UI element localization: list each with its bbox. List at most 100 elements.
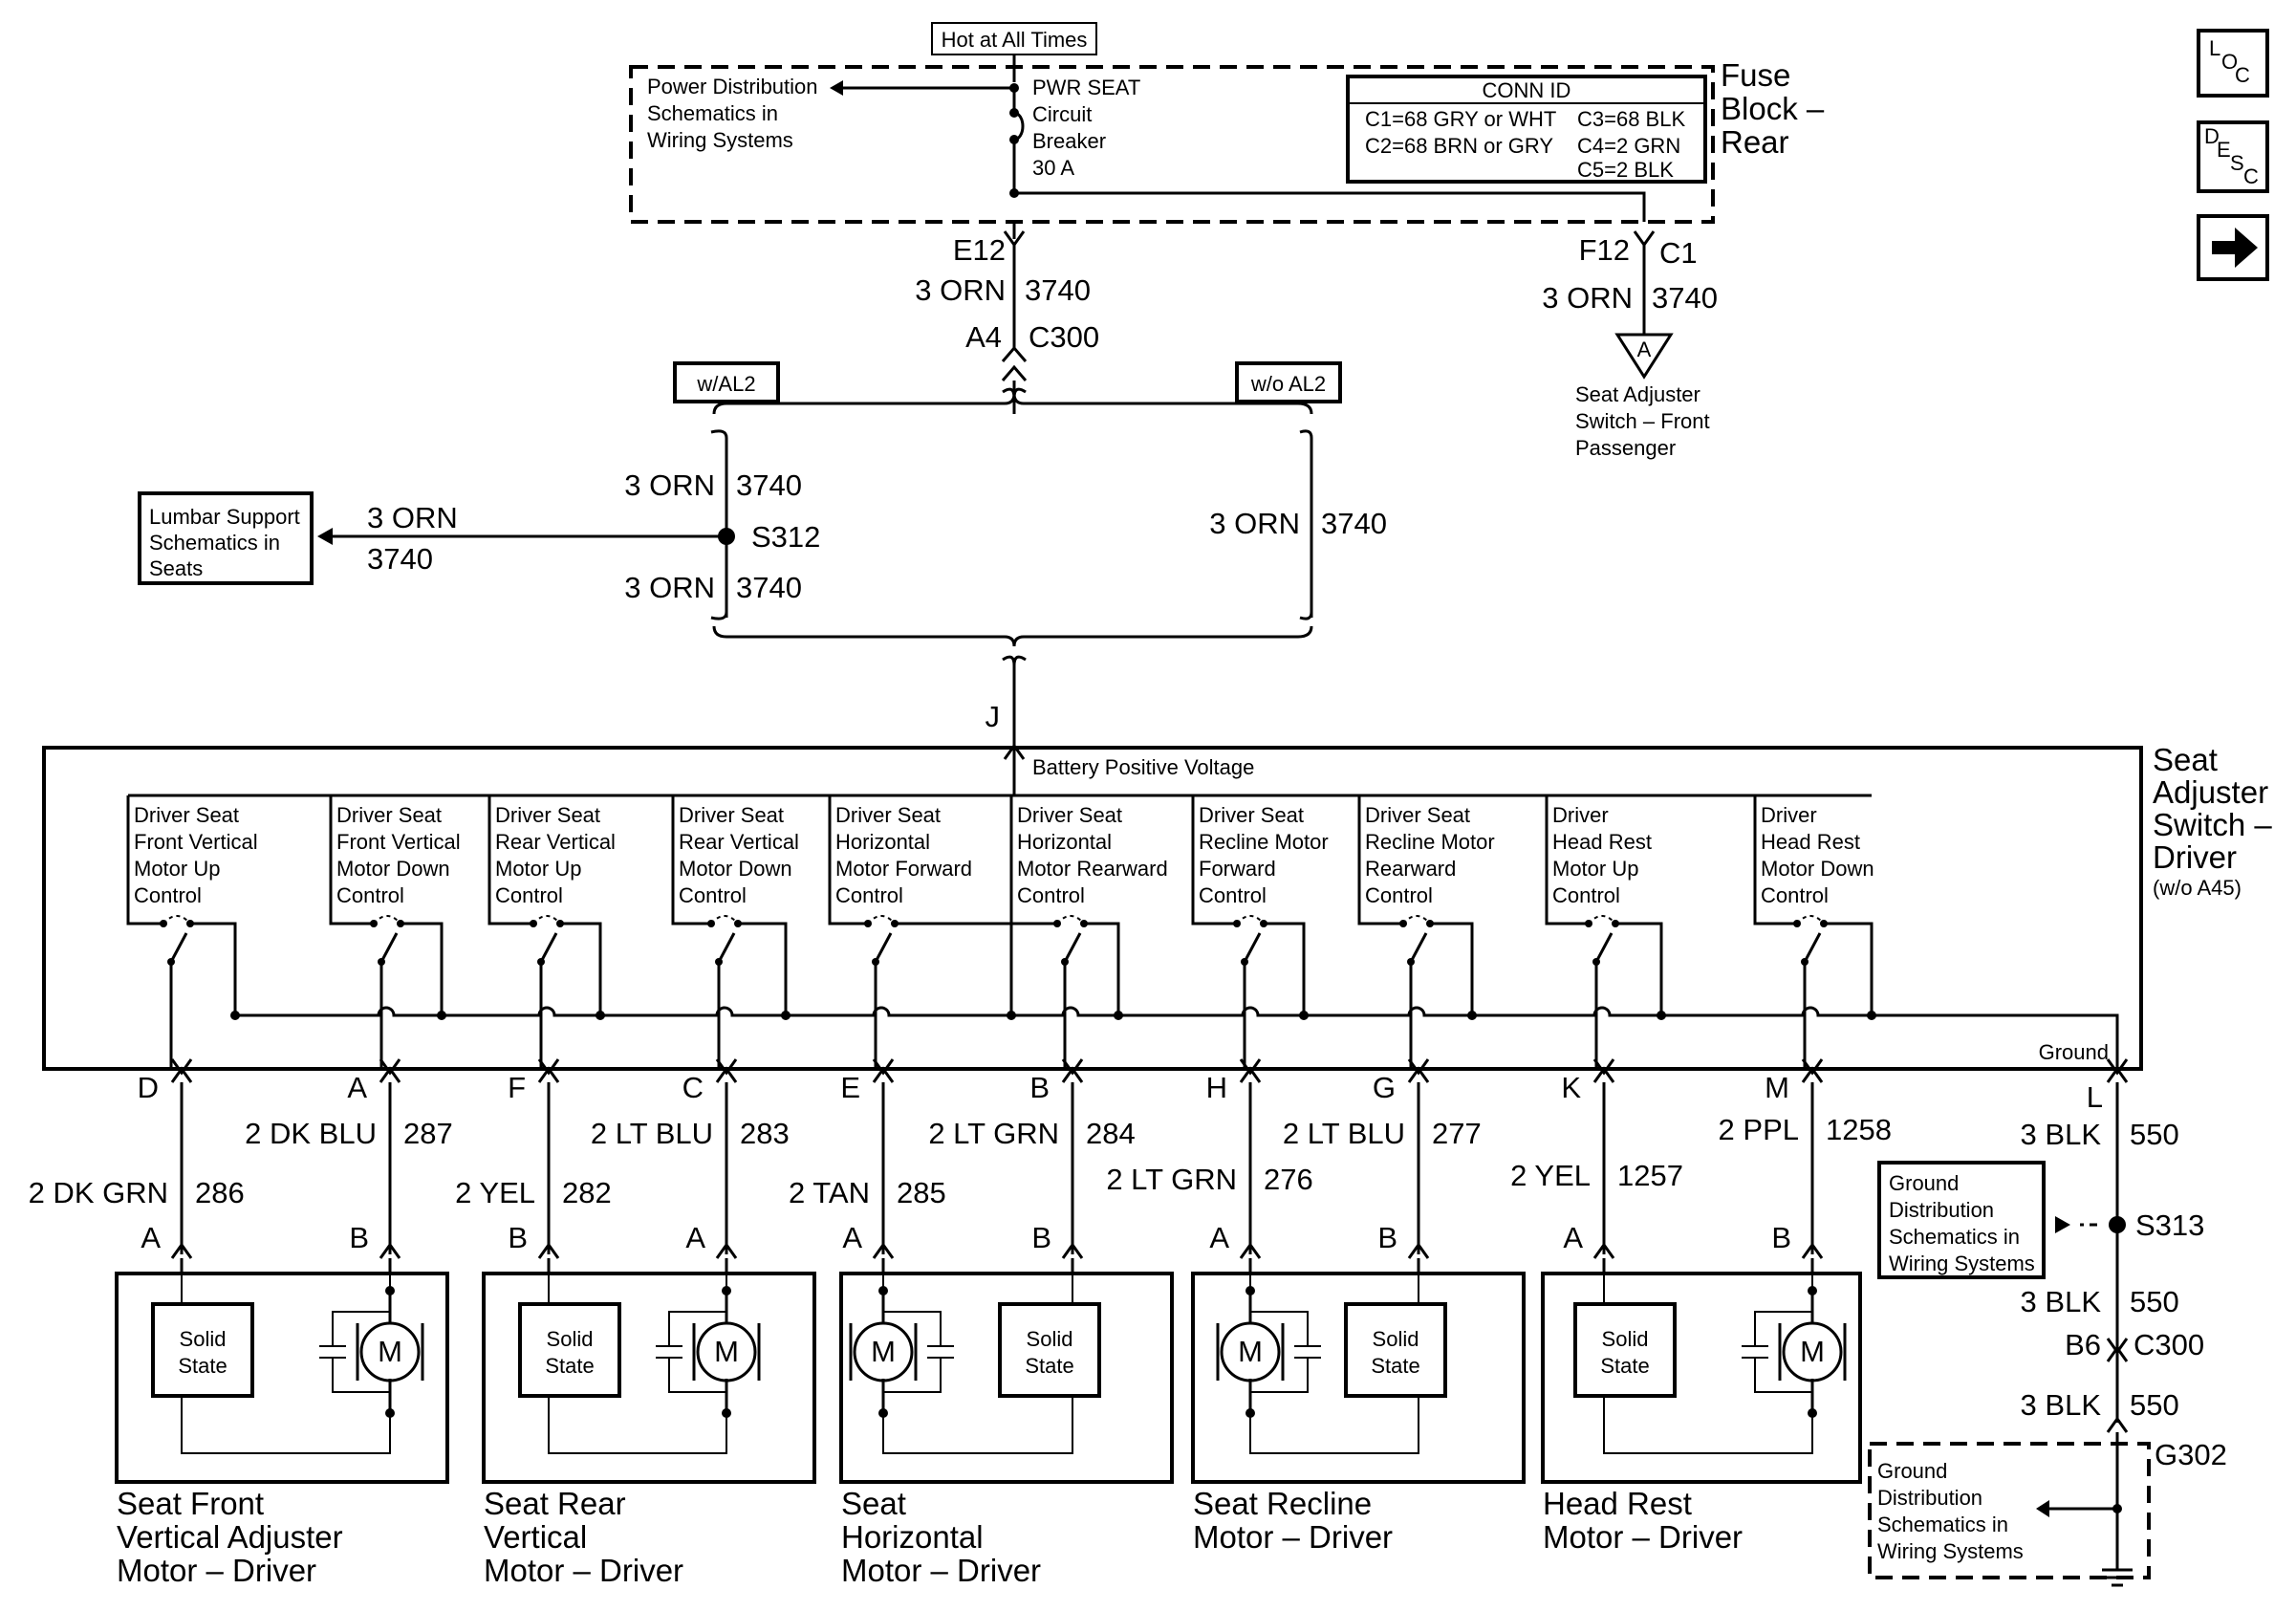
motor-name-line: Head Rest bbox=[1543, 1486, 1692, 1521]
switch-label-line: Motor Down bbox=[679, 857, 792, 881]
wire-color-label: 2 PPL bbox=[1719, 1113, 1799, 1146]
switch-label-line: Control bbox=[1199, 883, 1267, 907]
svg-text:Ground: Ground bbox=[1877, 1459, 1947, 1483]
wire-number-label: 287 bbox=[403, 1117, 453, 1150]
switch-label-line: Control bbox=[1552, 883, 1620, 907]
arrow-left-icon bbox=[317, 528, 333, 545]
desc-button[interactable]: D E S C bbox=[2197, 120, 2269, 193]
motor-pin-label: B bbox=[508, 1221, 528, 1254]
battery-voltage-label: Battery Positive Voltage bbox=[1032, 755, 1254, 779]
switch-label-line: Driver bbox=[1761, 803, 1817, 827]
svg-text:C3=68 BLK: C3=68 BLK bbox=[1577, 107, 1685, 131]
ground-circuit: L 3 BLK 550 S313 3 BLK 550 B6 C300 3 BLK… bbox=[2021, 1015, 2227, 1587]
switch-label-line: Driver Seat bbox=[134, 803, 239, 827]
switch-pin-label: E bbox=[840, 1071, 860, 1104]
svg-text:Switch – Front: Switch – Front bbox=[1575, 409, 1710, 433]
desc-text-e: E bbox=[2217, 138, 2231, 162]
passenger-wire-num: 3740 bbox=[1652, 281, 1718, 315]
seat-adjuster-switch-box bbox=[42, 746, 2143, 1071]
motor-name-line: Motor – Driver bbox=[484, 1553, 683, 1588]
ground-distribution-ref-2[interactable]: Ground Distribution Schematics in Wiring… bbox=[1868, 1442, 2151, 1579]
wire-color-label: 2 DK BLU bbox=[245, 1117, 377, 1150]
fuse-block-title: Fuse Block – Rear bbox=[1721, 57, 1825, 160]
motor-name-line: Motor – Driver bbox=[117, 1553, 316, 1588]
switch-label-line: Driver bbox=[1552, 803, 1609, 827]
right-arrow-icon[interactable] bbox=[2197, 214, 2269, 281]
switch-label-line: Horizontal bbox=[1017, 830, 1112, 854]
motor-pin-label: A bbox=[1563, 1221, 1583, 1254]
motor-name-line: Motor – Driver bbox=[841, 1553, 1041, 1588]
loc-text-l: L bbox=[2209, 36, 2220, 60]
capacitor-icon bbox=[656, 1311, 726, 1393]
switch-blade-icon bbox=[169, 932, 188, 963]
switch-label-line: Head Rest bbox=[1552, 830, 1652, 854]
wire-al2-top-color: 3 ORN bbox=[624, 468, 715, 502]
ground-wire3-num: 550 bbox=[2130, 1388, 2179, 1422]
svg-text:Breaker: Breaker bbox=[1032, 129, 1106, 153]
wire-number-label: 282 bbox=[562, 1176, 612, 1209]
connector-a-triangle-icon bbox=[1614, 333, 1674, 380]
connector-c1-label: C1 bbox=[1659, 236, 1698, 270]
switch-pin-label: F bbox=[508, 1071, 526, 1104]
motor-name-line: Seat Recline bbox=[1193, 1486, 1372, 1521]
switch-label-line: Driver Seat bbox=[1365, 803, 1470, 827]
svg-text:Schematics in: Schematics in bbox=[647, 101, 778, 125]
switch-blade-icon bbox=[1803, 932, 1822, 963]
loc-text-o: O bbox=[2221, 50, 2238, 74]
switch-label-line: Control bbox=[1761, 883, 1829, 907]
motor-pin-label: B bbox=[1771, 1221, 1791, 1254]
passenger-switch-ref[interactable]: Seat Adjuster Switch – Front Passenger bbox=[1575, 382, 1710, 460]
svg-text:Block –: Block – bbox=[1721, 91, 1825, 126]
svg-text:Schematics in: Schematics in bbox=[1889, 1225, 2020, 1249]
switch-label-line: Motor Rearward bbox=[1017, 857, 1168, 881]
switch-label-line: Driver Seat bbox=[679, 803, 784, 827]
pwr-seat-breaker-label: PWR SEAT Circuit Breaker 30 A bbox=[1032, 76, 1140, 180]
switch-blade-icon bbox=[1409, 932, 1428, 963]
ground-bus bbox=[235, 1006, 2119, 1069]
motor-name-line: Vertical bbox=[484, 1519, 587, 1555]
motor-icon: M bbox=[692, 1286, 761, 1418]
svg-text:Driver: Driver bbox=[2153, 839, 2237, 875]
switch-label-line: Motor Up bbox=[495, 857, 581, 881]
ground-c300-label: C300 bbox=[2134, 1328, 2204, 1361]
switch-label-line: Control bbox=[134, 883, 202, 907]
hot-label: Hot at All Times bbox=[942, 28, 1088, 52]
lumbar-support-ref[interactable]: Lumbar Support Schematics in Seats bbox=[138, 491, 314, 585]
ground-wire1-num: 550 bbox=[2130, 1118, 2179, 1151]
wire-color-label: 2 LT BLU bbox=[591, 1117, 713, 1150]
svg-text:PWR SEAT: PWR SEAT bbox=[1032, 76, 1140, 99]
switch-label-line: Rearward bbox=[1365, 857, 1456, 881]
switch-label-line: Motor Up bbox=[1552, 857, 1638, 881]
solid-state-text: Solid bbox=[547, 1327, 594, 1351]
svg-text:Passenger: Passenger bbox=[1575, 436, 1676, 460]
motor-letter: M bbox=[714, 1335, 739, 1368]
connector-c300-label: C300 bbox=[1029, 320, 1099, 354]
svg-text:Distribution: Distribution bbox=[1877, 1486, 1982, 1510]
ground-g302-label: G302 bbox=[2155, 1438, 2227, 1471]
passenger-wire-color: 3 ORN bbox=[1542, 281, 1633, 315]
power-distribution-ref[interactable]: Power Distribution Schematics in Wiring … bbox=[647, 75, 818, 152]
ground-distribution-ref-1[interactable]: Ground Distribution Schematics in Wiring… bbox=[1877, 1161, 2046, 1279]
svg-text:w/AL2: w/AL2 bbox=[696, 372, 755, 396]
motor-name-line: Vertical Adjuster bbox=[117, 1519, 343, 1555]
loc-button[interactable]: L O C bbox=[2197, 29, 2269, 98]
pin-f12: F12 bbox=[1579, 233, 1630, 267]
wire-3740-num: 3740 bbox=[1025, 273, 1091, 307]
switch-label-line: Head Rest bbox=[1761, 830, 1860, 854]
switch-pin-label: C bbox=[682, 1071, 704, 1104]
